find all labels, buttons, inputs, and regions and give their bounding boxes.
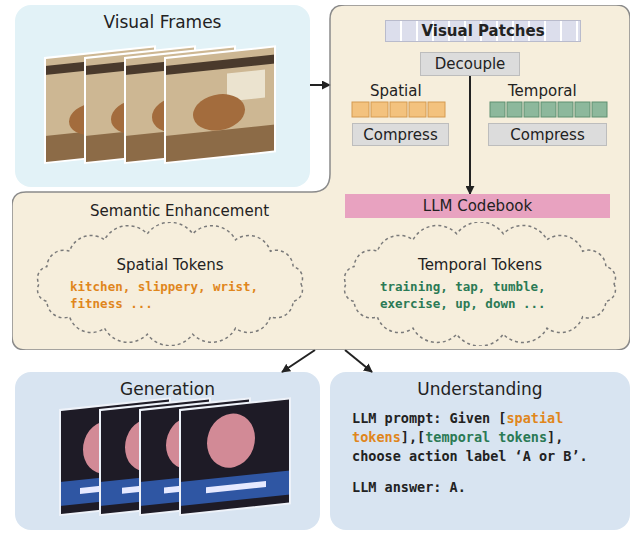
video-frame [180, 398, 290, 515]
box-label: Compress [363, 126, 437, 144]
panel-fill [15, 5, 310, 187]
cloud-content: Temporal Tokens training, tap, tumble, ex… [380, 256, 580, 312]
prompt-text: LLM prompt: Given [ [352, 410, 506, 426]
frame-ground [180, 398, 290, 515]
process-box: Compress [488, 123, 607, 146]
token-cell [352, 102, 369, 117]
temporal-token-cells [490, 102, 607, 117]
panel-fill [330, 372, 630, 530]
input-frames [45, 46, 275, 163]
token-cell [558, 102, 573, 117]
frame-banner [180, 470, 290, 506]
prompt-text: temporal tokens [425, 429, 547, 445]
prompt-line: LLM prompt: Given [spatial tokens],[temp… [352, 409, 608, 466]
video-frame [165, 46, 275, 163]
panel-title: Generation [15, 372, 320, 399]
token-list: kitchen, slippery, wrist, fitness ... [70, 278, 270, 312]
region-title: Semantic Enhancement [90, 202, 269, 220]
panel-title: Understanding [330, 372, 630, 399]
token-cell [575, 102, 590, 117]
frame-border [180, 398, 290, 515]
process-box: Decouple [420, 52, 520, 76]
region-fill [12, 5, 630, 350]
frame-border [165, 46, 275, 163]
token-list: training, tap, tumble, exercise, up, dow… [380, 278, 580, 312]
box-label: Visual Patches [421, 22, 544, 40]
prompt-text: ],[ [401, 429, 425, 445]
token-cell [428, 102, 445, 117]
frame-ground [165, 46, 275, 163]
cloud-title: Temporal Tokens [418, 256, 542, 275]
token-cell [371, 102, 388, 117]
output-panel: Generation [15, 372, 320, 530]
token-cloud: Spatial Tokens kitchen, slippery, wrist, … [28, 222, 312, 346]
token-cell [390, 102, 407, 117]
token-cell [541, 102, 556, 117]
label-text: Temporal [508, 82, 577, 100]
connector-arrow [345, 350, 372, 372]
frame-figure [207, 411, 255, 470]
connector-arrow [469, 76, 471, 194]
cloud-title: Spatial Tokens [117, 256, 224, 275]
label-text: Spatial [370, 82, 422, 100]
cloud-border [345, 222, 616, 346]
token-cloud: Temporal Tokens training, tap, tumble, ex… [335, 222, 625, 346]
connector-arrow [282, 350, 315, 372]
token-cell [507, 102, 522, 117]
process-box: Compress [352, 123, 449, 146]
cloud-border [38, 222, 303, 345]
cloud-content: Spatial Tokens kitchen, slippery, wrist, … [70, 256, 270, 312]
frame-figure [193, 92, 245, 133]
spatial-token-cells [352, 102, 445, 117]
token-cell [524, 102, 539, 117]
token-cell [490, 102, 505, 117]
codebook-bar: LLM Codebook [345, 194, 610, 218]
branch-label: Spatial [370, 81, 422, 100]
panel-fill [15, 372, 320, 530]
connector-arrow [310, 84, 330, 86]
box-label: Compress [510, 126, 584, 144]
token-cell [592, 102, 607, 117]
generated-frames [60, 398, 290, 515]
box-label: LLM Codebook [423, 197, 532, 215]
tokenizer-region: Semantic Enhancement Visual PatchesDecoup… [12, 5, 630, 350]
prompt-body: LLM prompt: Given [spatial tokens],[temp… [330, 399, 630, 497]
output-panel: UnderstandingLLM prompt: Given [spatial … [330, 372, 630, 530]
token-cell [409, 102, 426, 117]
input-panel: Visual Frames [15, 5, 310, 187]
frame-banner-text [206, 481, 266, 493]
answer-text: LLM answer: A. [352, 478, 608, 497]
patch-row: Visual Patches [385, 20, 581, 42]
panel-title: Visual Frames [15, 5, 310, 32]
branch-label: Temporal [508, 81, 577, 100]
box-label: Decouple [435, 55, 506, 73]
region-border [12, 5, 630, 350]
